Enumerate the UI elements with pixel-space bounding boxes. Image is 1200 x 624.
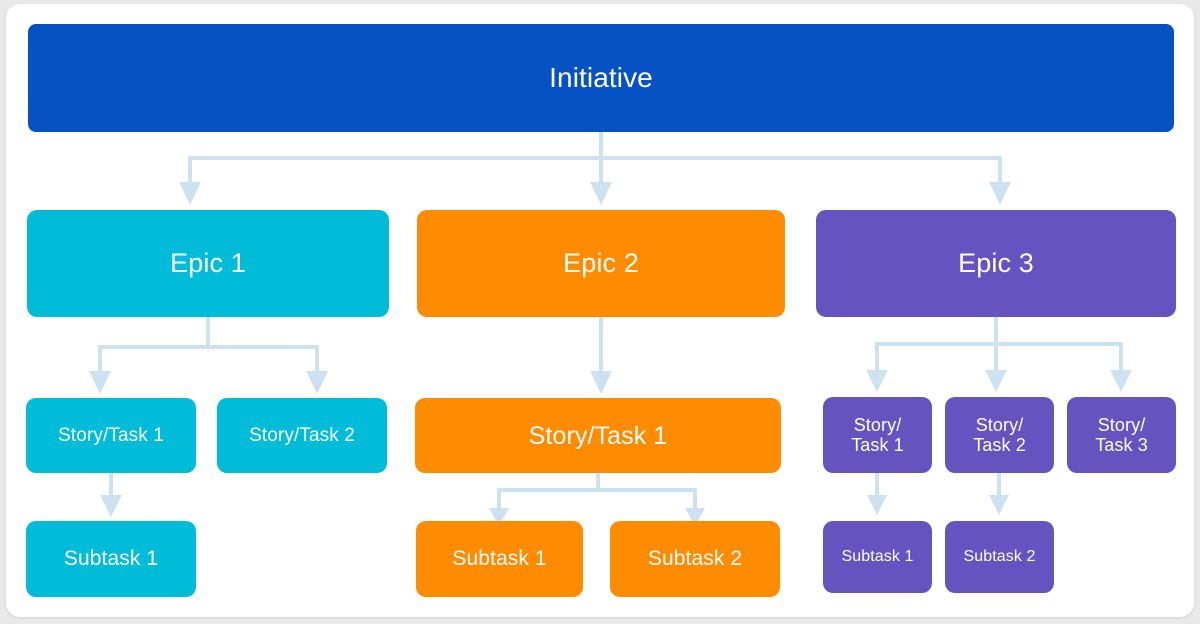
arrowhead-epic3-subtask2 bbox=[989, 495, 1009, 515]
arrowhead-epic3-story1 bbox=[866, 370, 888, 392]
arrowhead-epic3 bbox=[989, 182, 1011, 205]
node-epic3-story-1[interactable]: Story/ Task 1 bbox=[823, 397, 932, 473]
arrowhead-epic3-story2 bbox=[985, 370, 1007, 392]
arrowhead-epic1 bbox=[179, 182, 201, 205]
node-epic1-subtask-1[interactable]: Subtask 1 bbox=[26, 521, 196, 597]
node-epic3-subtask-1[interactable]: Subtask 1 bbox=[823, 521, 932, 593]
arrowhead-epic1-subtask1 bbox=[100, 495, 122, 517]
node-epic-2[interactable]: Epic 2 bbox=[417, 210, 785, 317]
node-epic2-story-1[interactable]: Story/Task 1 bbox=[415, 398, 781, 473]
arrowhead-epic1-story2 bbox=[306, 371, 328, 394]
arrowhead-epic2-subtask1 bbox=[489, 508, 509, 526]
node-epic1-story-2[interactable]: Story/Task 2 bbox=[217, 398, 387, 473]
arrowhead-epic3-subtask1 bbox=[867, 495, 887, 515]
arrowhead-epic2 bbox=[590, 182, 612, 205]
arrowhead-epic2-story1 bbox=[590, 371, 612, 394]
node-epic-1[interactable]: Epic 1 bbox=[27, 210, 389, 317]
node-epic3-story-2[interactable]: Story/ Task 2 bbox=[945, 397, 1054, 473]
node-epic1-story-1[interactable]: Story/Task 1 bbox=[26, 398, 196, 473]
node-epic3-subtask-2[interactable]: Subtask 2 bbox=[945, 521, 1054, 593]
arrowhead-epic2-subtask2 bbox=[685, 508, 705, 526]
node-epic3-story-3[interactable]: Story/ Task 3 bbox=[1067, 397, 1176, 473]
arrowheads bbox=[89, 182, 1132, 526]
node-epic2-subtask-1[interactable]: Subtask 1 bbox=[416, 521, 583, 597]
arrowhead-epic1-story1 bbox=[89, 371, 111, 394]
node-initiative[interactable]: Initiative bbox=[28, 24, 1174, 132]
arrowhead-epic3-story3 bbox=[1110, 370, 1132, 392]
node-epic-3[interactable]: Epic 3 bbox=[816, 210, 1176, 317]
node-epic2-subtask-2[interactable]: Subtask 2 bbox=[610, 521, 780, 597]
